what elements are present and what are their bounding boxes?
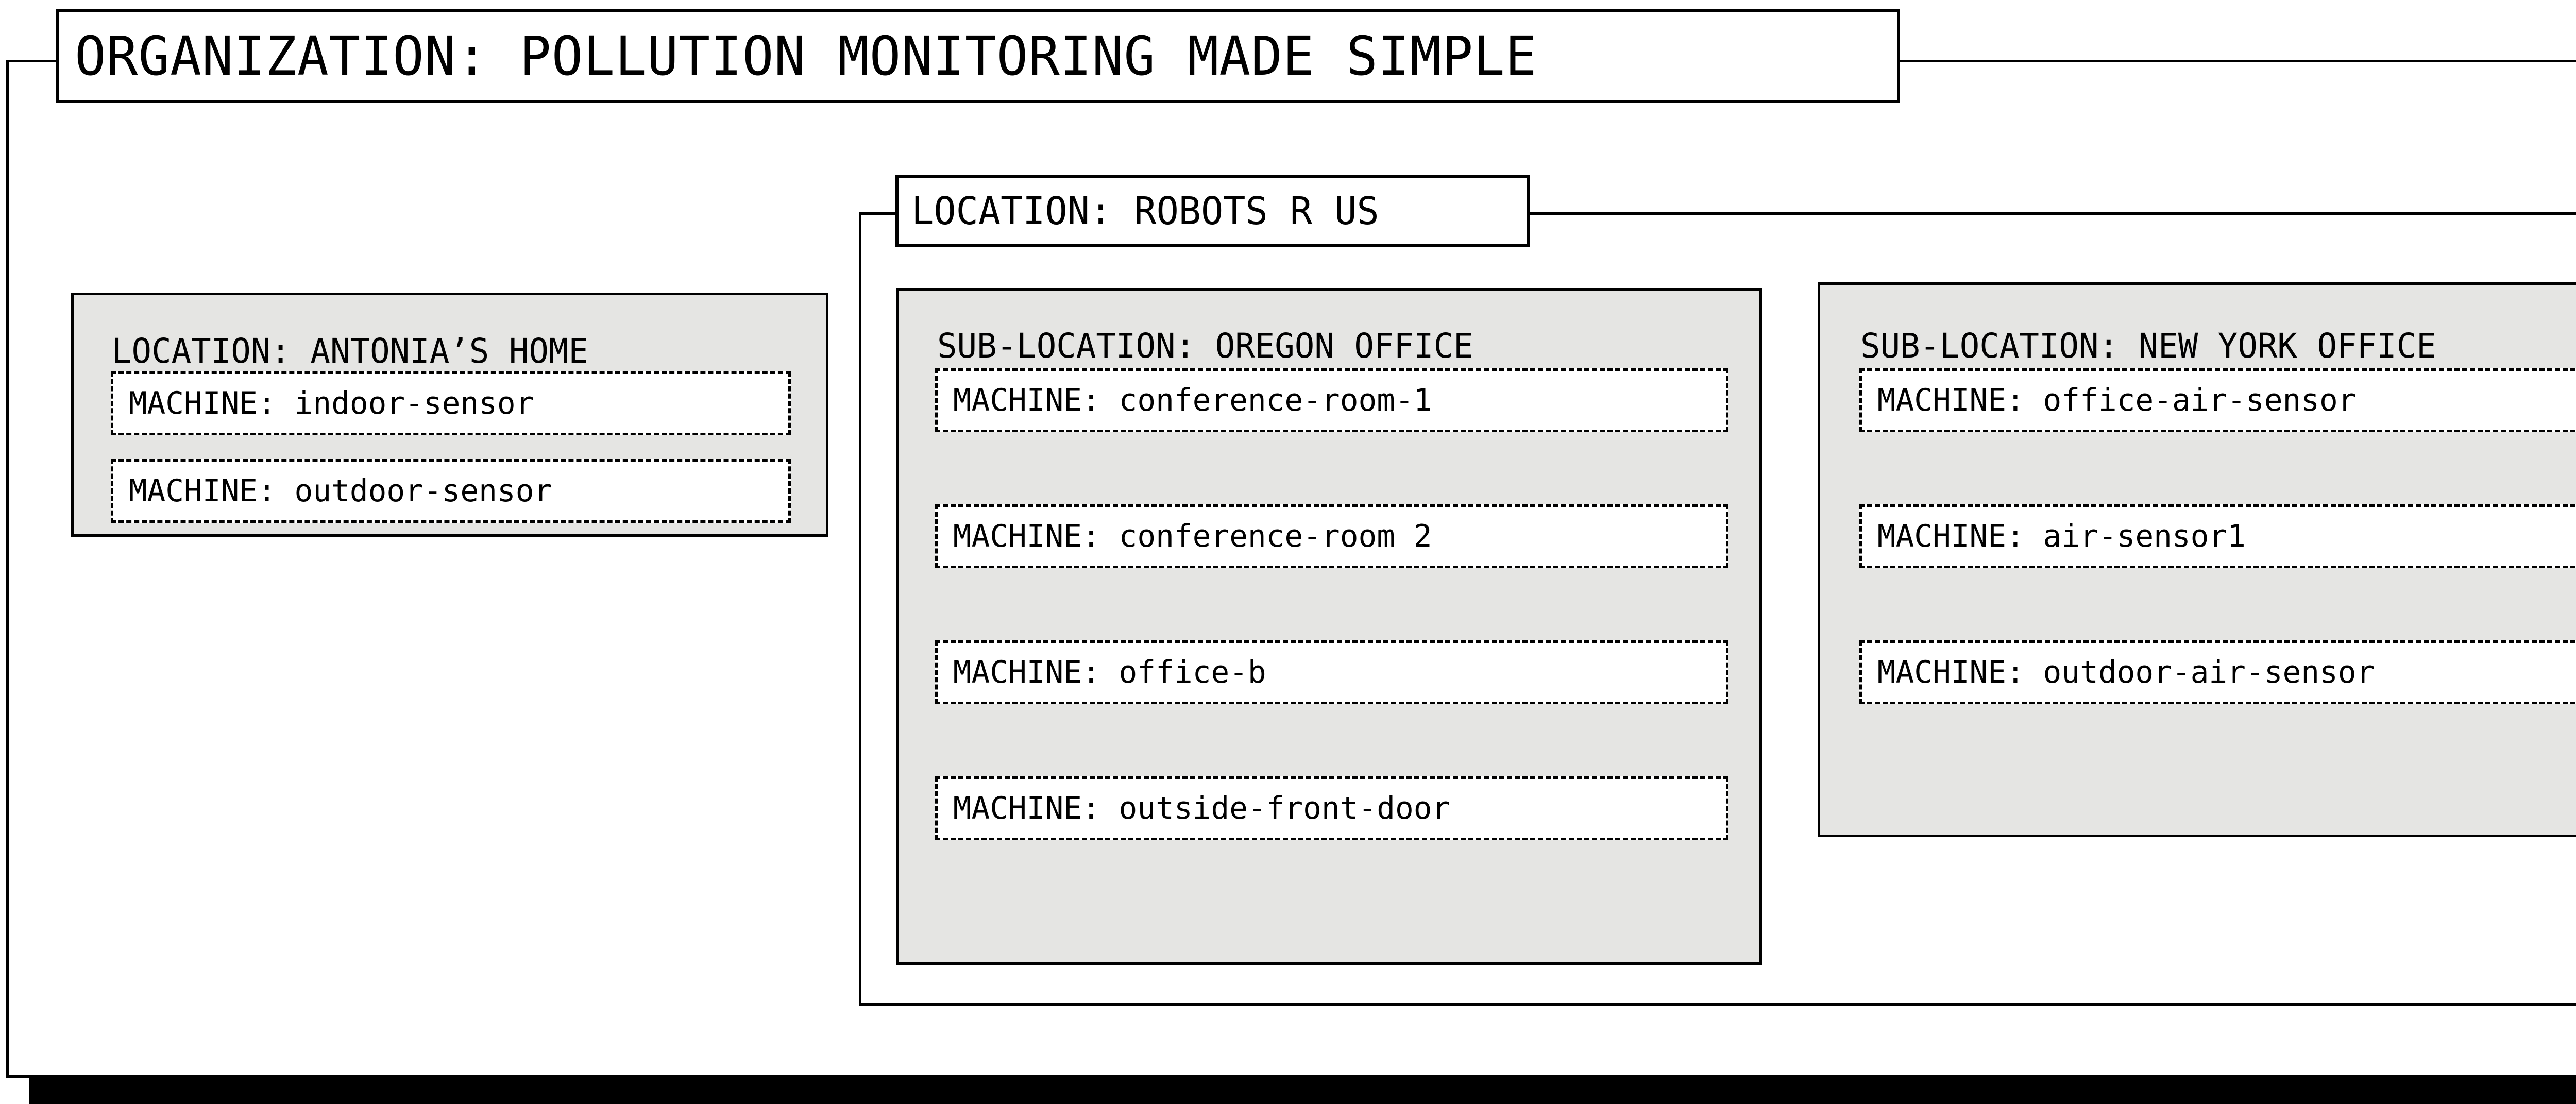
machine-label: MACHINE: outdoor-air-sensor: [1877, 654, 2375, 690]
machine-label: MACHINE: indoor-sensor: [128, 385, 534, 421]
organization-title-box: ORGANIZATION: POLLUTION MONITORING MADE …: [56, 9, 1900, 103]
sublocation-panel-new-york-office: SUB-LOCATION: NEW YORK OFFICE MACHINE: o…: [1818, 282, 2576, 837]
machine-label: MACHINE: outside-front-door: [953, 790, 1451, 826]
machine-label: MACHINE: office-air-sensor: [1877, 382, 2357, 418]
machine-chip-outside-front-door[interactable]: MACHINE: outside-front-door: [935, 776, 1728, 840]
machine-label: MACHINE: conference-room 2: [953, 518, 1432, 554]
machine-chip-indoor-sensor[interactable]: MACHINE: indoor-sensor: [111, 371, 791, 435]
location-label-box-robots-r-us: LOCATION: ROBOTS R US: [895, 175, 1530, 247]
machine-chip-conference-room-1[interactable]: MACHINE: conference-room-1: [935, 368, 1728, 432]
machine-label: MACHINE: office-b: [953, 654, 1266, 690]
sublocation-title-oregon-office: SUB-LOCATION: OREGON OFFICE: [937, 326, 1473, 366]
location-panel-antonias-home: LOCATION: ANTONIA’S HOME MACHINE: indoor…: [71, 293, 828, 537]
machine-chip-office-b[interactable]: MACHINE: office-b: [935, 640, 1728, 704]
machine-chip-outdoor-air-sensor[interactable]: MACHINE: outdoor-air-sensor: [1859, 640, 2576, 704]
machine-chip-air-sensor1[interactable]: MACHINE: air-sensor1: [1859, 504, 2576, 568]
machine-chip-conference-room-2[interactable]: MACHINE: conference-room 2: [935, 504, 1728, 568]
sublocation-title-new-york-office: SUB-LOCATION: NEW YORK OFFICE: [1860, 326, 2436, 366]
organization-title-text: ORGANIZATION: POLLUTION MONITORING MADE …: [75, 25, 1537, 88]
sublocation-panel-oregon-office: SUB-LOCATION: OREGON OFFICE MACHINE: con…: [896, 288, 1762, 965]
machine-label: MACHINE: outdoor-sensor: [128, 473, 553, 509]
machine-chip-office-air-sensor[interactable]: MACHINE: office-air-sensor: [1859, 368, 2576, 432]
machine-label: MACHINE: conference-room-1: [953, 382, 1432, 418]
machine-chip-outdoor-sensor[interactable]: MACHINE: outdoor-sensor: [111, 459, 791, 523]
machine-label: MACHINE: air-sensor1: [1877, 518, 2246, 554]
location-label-text-robots-r-us: LOCATION: ROBOTS R US: [911, 189, 1379, 233]
location-title-antonias-home: LOCATION: ANTONIA’S HOME: [112, 331, 589, 371]
